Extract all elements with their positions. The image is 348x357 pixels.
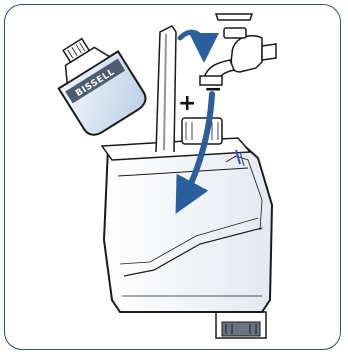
plus-sign-label: +	[178, 91, 196, 116]
faucet-icon	[200, 14, 276, 85]
bottle-icon: BISSELL	[43, 26, 150, 139]
minus-sign-label: −	[204, 77, 222, 102]
tank-valve	[216, 312, 266, 338]
